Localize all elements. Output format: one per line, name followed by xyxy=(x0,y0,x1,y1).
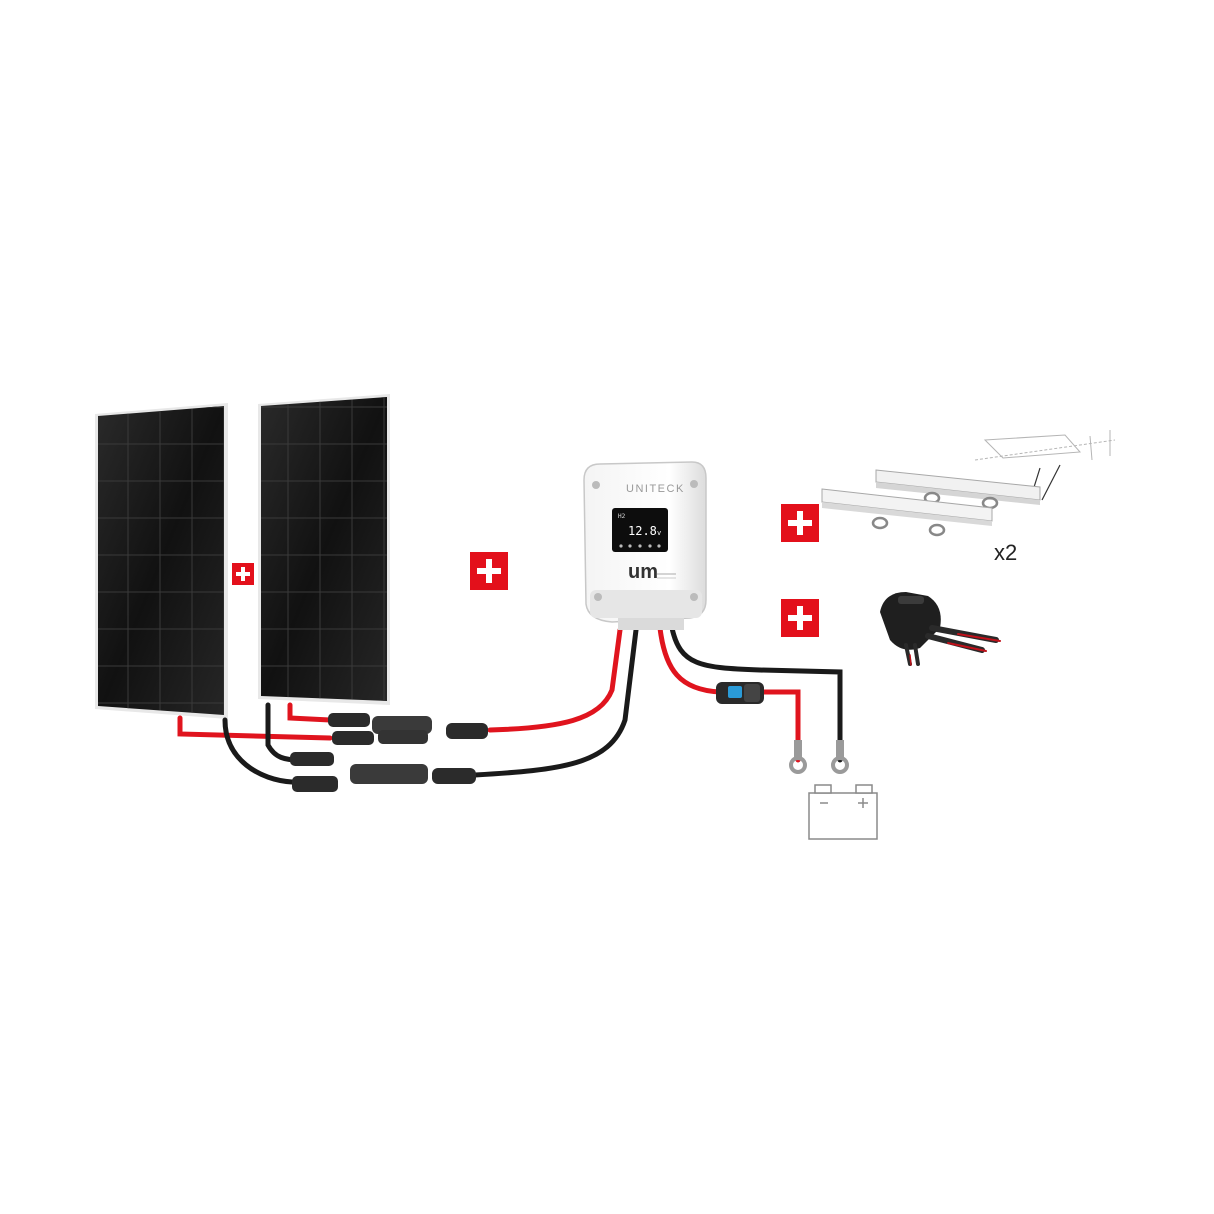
ring-terminal-icon xyxy=(831,740,849,774)
solar-panel-2 xyxy=(258,394,390,705)
brand-label: UNITECK xyxy=(626,483,685,495)
lcd-top-left: H2 xyxy=(618,513,626,520)
mount-quantity: x2 xyxy=(994,540,1017,565)
plus-badge-icon xyxy=(781,504,819,542)
charge-controller: UNITECK H2 12.8 v um xyxy=(583,461,707,630)
lcd-screen xyxy=(612,508,668,552)
mc4-connectors-positive xyxy=(328,713,488,745)
positive-cable xyxy=(177,625,801,763)
lcd-voltage: 12.8 xyxy=(628,524,657,538)
ring-terminal-icon xyxy=(789,740,807,774)
lcd-unit: v xyxy=(657,529,661,537)
negative-cable xyxy=(222,625,843,785)
plus-badge-icon xyxy=(781,599,819,637)
plus-badge-icon xyxy=(232,563,254,585)
plus-badge-icon xyxy=(470,552,508,590)
battery-icon xyxy=(808,784,878,840)
mounting-brackets: x2 xyxy=(821,430,1116,565)
mc4-connectors-negative xyxy=(290,752,476,792)
cable-gland-icon xyxy=(880,592,1001,666)
fuse-holder-icon xyxy=(716,682,764,704)
solar-panel-1 xyxy=(95,403,228,719)
um-logo: um xyxy=(628,561,658,583)
